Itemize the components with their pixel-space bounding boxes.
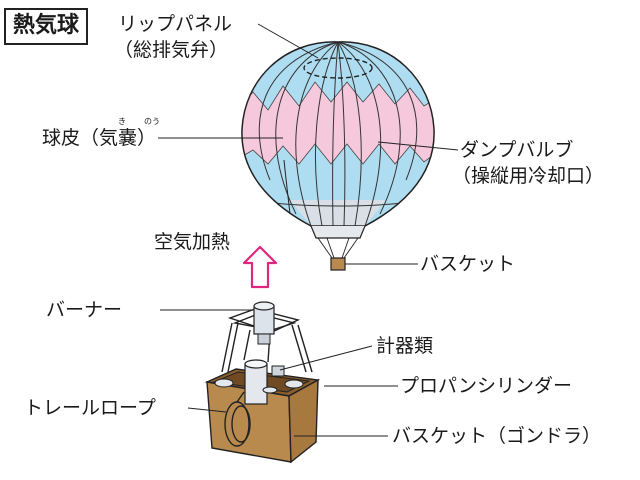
label-dump-valve-note: （操縦用冷却口）	[452, 165, 605, 187]
label-hot-air: 空気加熱	[154, 231, 231, 253]
label-trail-rope: トレールロープ	[24, 397, 156, 419]
burner-unit	[253, 301, 275, 345]
label-rip-panel: リップパネル	[118, 13, 233, 35]
label-dump-valve: ダンプバルブ	[460, 139, 574, 161]
label-instruments: 計器類	[376, 335, 434, 357]
propane-cylinders	[214, 359, 304, 405]
label-basket-small: バスケット	[420, 253, 516, 275]
envelope-skirt	[290, 200, 386, 226]
hot-air-arrow	[242, 245, 278, 289]
rip-panel-outline	[303, 57, 373, 79]
label-propane-cylinder: プロパンシリンダー	[400, 375, 572, 397]
label-burner: バーナー	[46, 299, 123, 321]
trail-rope-coil	[224, 391, 251, 447]
balloon-envelope	[241, 41, 435, 259]
diagram-title: 熱気球	[4, 8, 89, 45]
small-basket	[330, 257, 346, 271]
label-rip-panel-note: （総排気弁）	[114, 39, 229, 61]
gondola	[204, 301, 321, 464]
instruments-box	[271, 365, 285, 377]
label-envelope: 球皮（気嚢）	[42, 127, 157, 149]
ruby-ki: き	[118, 117, 126, 126]
ruby-nou: のう	[144, 117, 160, 126]
label-basket-gondola: バスケット（ゴンドラ）	[392, 425, 602, 447]
leader-lines	[158, 23, 459, 437]
